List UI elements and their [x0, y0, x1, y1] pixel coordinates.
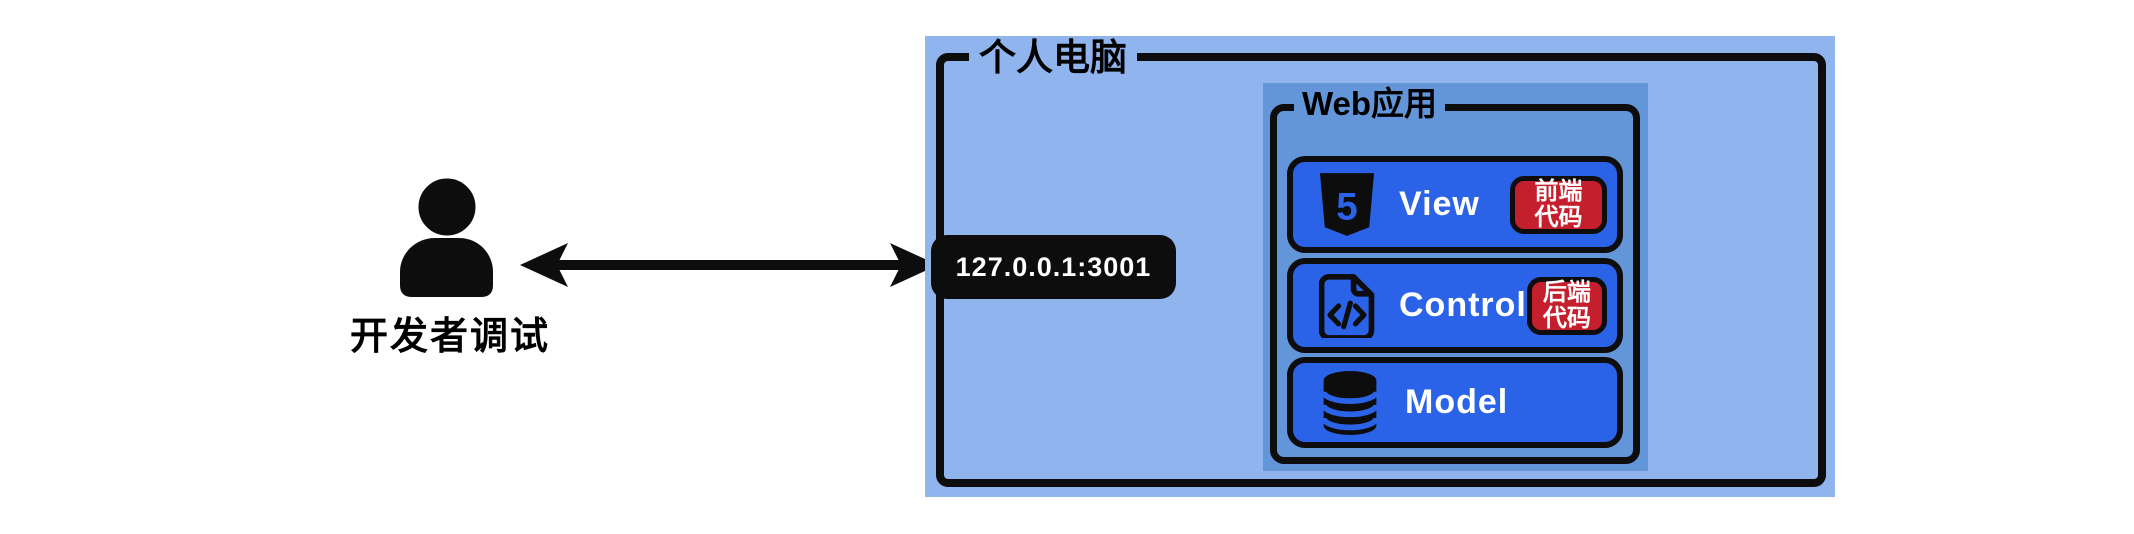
layer-row-model: Model — [1287, 357, 1623, 448]
badge-line: 代码 — [1534, 203, 1583, 231]
webapp-title: Web应用 — [1294, 83, 1446, 125]
person-label: 开发者调试 — [349, 316, 550, 358]
code-file-icon — [1319, 273, 1375, 338]
layer-label-view: View — [1399, 185, 1480, 223]
badge-line: 前端 — [1534, 178, 1583, 206]
webapp-box: Web应用 5 View 前端 代码 — [1263, 83, 1648, 471]
database-icon — [1320, 370, 1380, 435]
svg-text:5: 5 — [1336, 185, 1357, 228]
layer-row-control: Control 后端 代码 — [1287, 258, 1623, 353]
computer-box: 个人电脑 Web应用 5 View 前端 代码 — [925, 36, 1835, 497]
webapp-box-border — [1270, 104, 1640, 464]
badge-line: 代码 — [1542, 304, 1591, 332]
frontend-code-badge: 前端 代码 — [1510, 175, 1607, 234]
layer-label-control: Control — [1399, 286, 1527, 324]
backend-code-badge: 后端 代码 — [1526, 276, 1607, 335]
layer-row-view: 5 View 前端 代码 — [1287, 156, 1623, 253]
address-label: 127.0.0.1:3001 — [931, 235, 1176, 299]
badge-line: 后端 — [1542, 279, 1591, 307]
computer-title: 个人电脑 — [969, 36, 1137, 80]
person-icon — [400, 174, 493, 297]
html5-icon: 5 — [1319, 172, 1375, 236]
connection-arrow-icon — [520, 243, 938, 287]
layer-label-model: Model — [1405, 383, 1509, 421]
